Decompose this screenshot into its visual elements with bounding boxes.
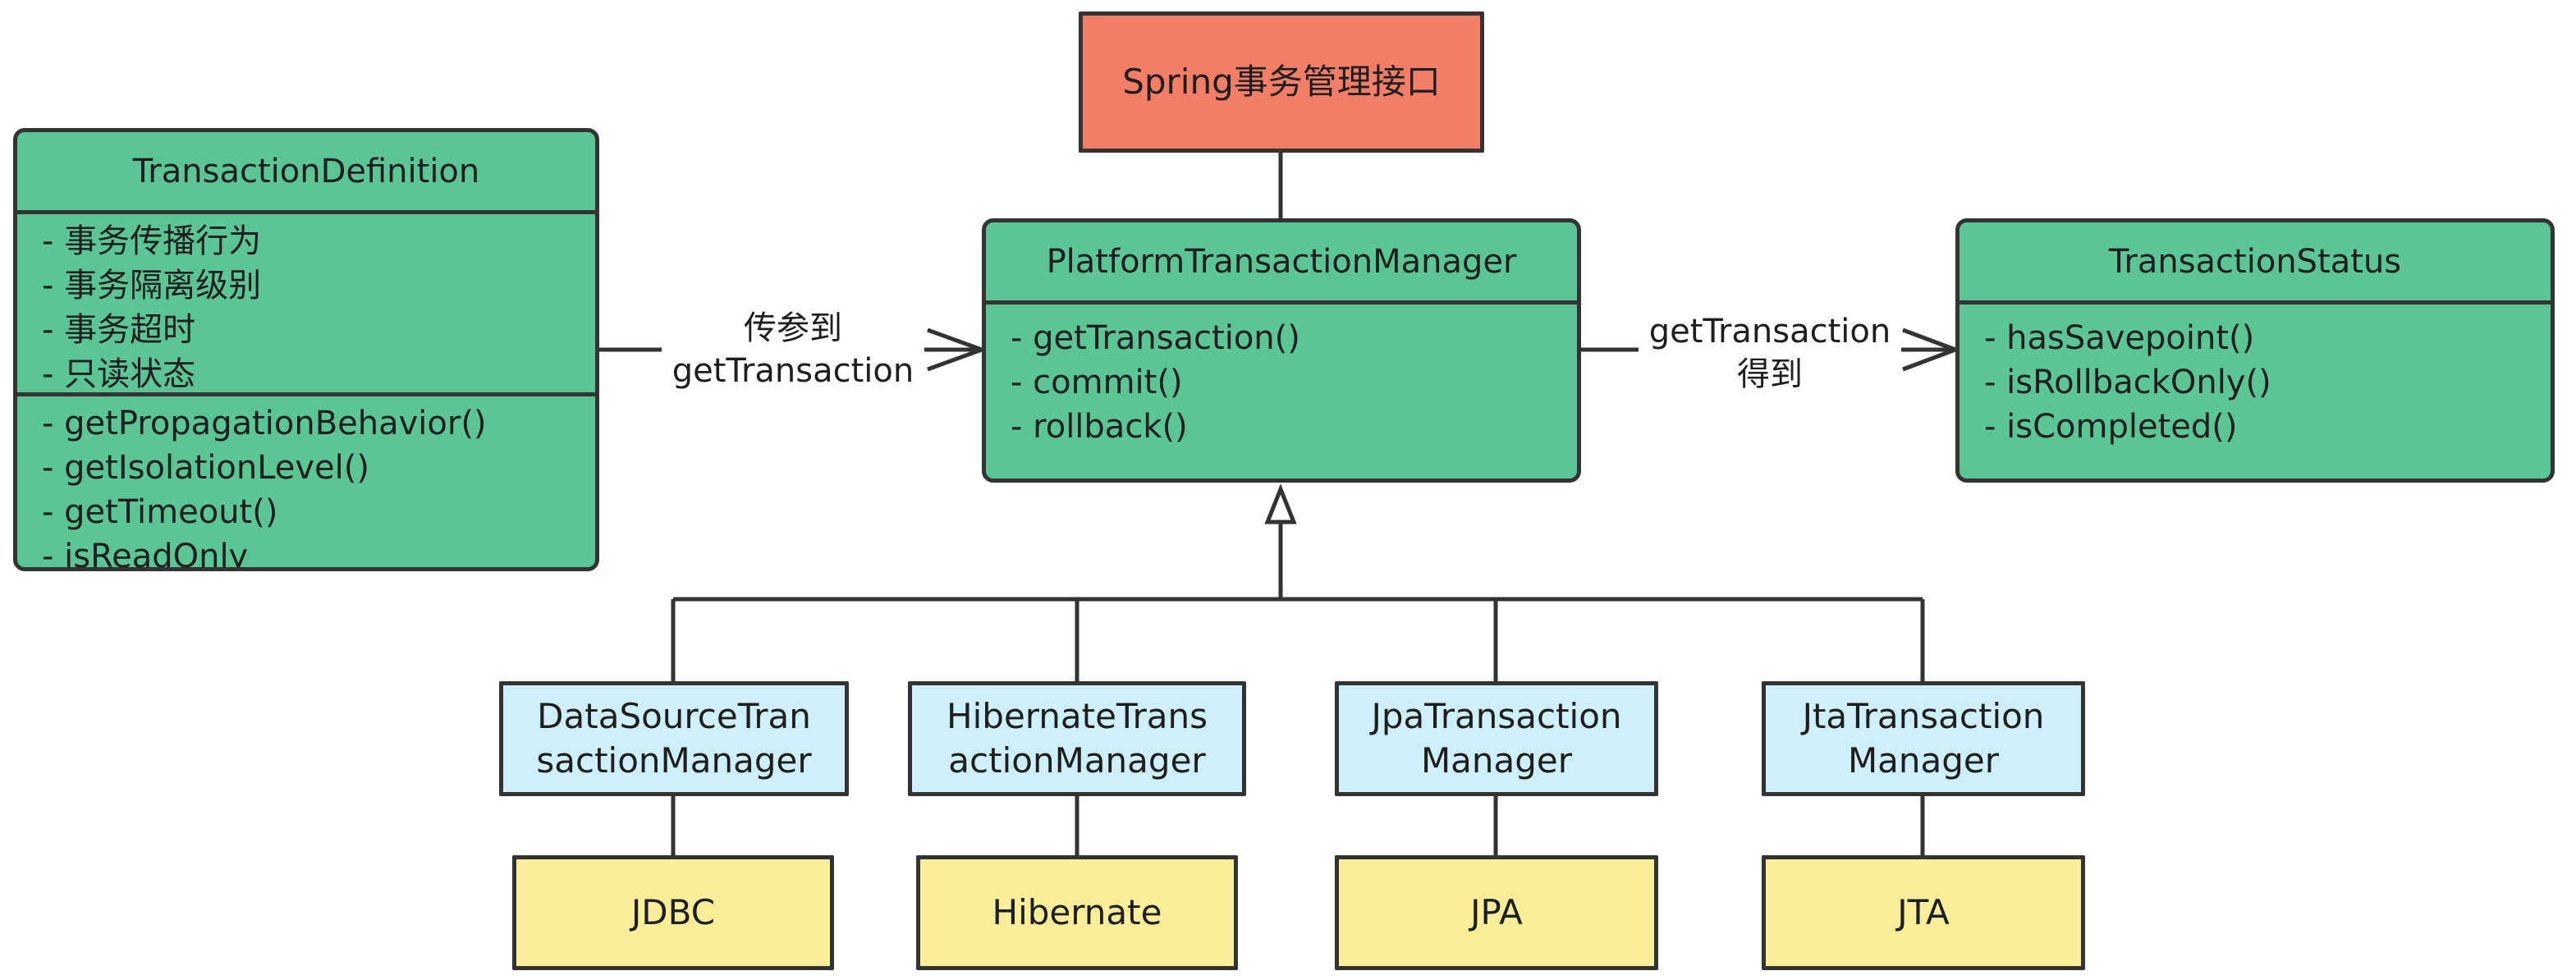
tech-box-jta: JTA — [1762, 855, 2085, 970]
impl-name-line2: Manager — [1847, 740, 2000, 781]
definition-edge-label: 传参到 getTransaction — [662, 307, 924, 392]
platform-manager-title: PlatformTransactionManager — [986, 222, 1577, 305]
manager-method: - getTransaction() — [1011, 319, 1300, 357]
transaction-definition-title: TransactionDefinition — [17, 132, 595, 214]
impl-box-datasource: DataSourceTran sactionManager — [499, 681, 849, 796]
manager-method: - commit() — [1011, 364, 1183, 401]
platform-transaction-manager-class: PlatformTransactionManager - getTransact… — [982, 218, 1581, 483]
tech-box-jpa: JPA — [1335, 855, 1658, 970]
tech-label: JTA — [1897, 892, 1950, 932]
impl-name-line2: Manager — [1420, 740, 1573, 781]
transaction-status-methods: - hasSavepoint() - isRollbackOnly() - is… — [1960, 305, 2551, 449]
tech-label: JPA — [1470, 892, 1523, 932]
tech-box-jdbc: JDBC — [512, 855, 834, 970]
definition-method: - getIsolationLevel() — [42, 449, 369, 487]
status-edge-label: getTransaction 得到 — [1639, 310, 1901, 396]
impl-name-line2: sactionManager — [536, 740, 812, 781]
definition-attribute: - 只读状态 — [42, 355, 196, 393]
status-method: - hasSavepoint() — [1984, 319, 2255, 357]
impl-box-hibernate: HibernateTrans actionManager — [908, 681, 1246, 796]
definition-attribute: - 事务隔离级别 — [42, 267, 262, 305]
definition-method: - getPropagationBehavior() — [42, 405, 487, 442]
impl-name-line2: actionManager — [948, 740, 1206, 781]
status-method: - isRollbackOnly() — [1984, 364, 2271, 401]
transaction-definition-class: TransactionDefinition - 事务传播行为 - 事务隔离级别 … — [13, 128, 599, 571]
spring-interface-label: Spring事务管理接口 — [1122, 62, 1441, 102]
status-method: - isCompleted() — [1984, 408, 2238, 446]
transaction-status-title: TransactionStatus — [1960, 222, 2551, 305]
status-edge-label-line2: 得到 — [1737, 355, 1803, 393]
impl-name-line1: DataSourceTran — [537, 696, 811, 736]
definition-method: - getTimeout() — [42, 493, 278, 531]
transaction-definition-methods: - getPropagationBehavior() - getIsolatio… — [17, 396, 595, 571]
impl-name-line1: JpaTransaction — [1371, 696, 1622, 736]
spring-interface-box: Spring事务管理接口 — [1079, 11, 1484, 153]
impl-name-line1: JtaTransaction — [1802, 696, 2045, 736]
transaction-status-class: TransactionStatus - hasSavepoint() - isR… — [1955, 218, 2555, 483]
tech-box-hibernate: Hibernate — [916, 855, 1238, 970]
impl-box-jpa: JpaTransaction Manager — [1335, 681, 1658, 796]
definition-attribute: - 事务超时 — [42, 311, 196, 349]
impl-name-line1: HibernateTrans — [947, 696, 1208, 736]
tech-label: JDBC — [630, 892, 716, 932]
definition-attribute: - 事务传播行为 — [42, 222, 262, 260]
tech-label: Hibernate — [992, 892, 1162, 932]
definition-edge-label-line1: 传参到 — [744, 309, 842, 347]
inheritance-arrowhead — [1264, 483, 1297, 524]
definition-edge-label-line2: getTransaction — [672, 352, 914, 390]
manager-method: - rollback() — [1011, 408, 1188, 446]
transaction-definition-attributes: - 事务传播行为 - 事务隔离级别 - 事务超时 - 只读状态 — [17, 214, 595, 396]
impl-box-jta: JtaTransaction Manager — [1762, 681, 2085, 796]
definition-method: - isReadOnly — [42, 538, 249, 571]
platform-manager-methods: - getTransaction() - commit() - rollback… — [986, 305, 1577, 449]
status-edge-label-line1: getTransaction — [1648, 313, 1891, 350]
